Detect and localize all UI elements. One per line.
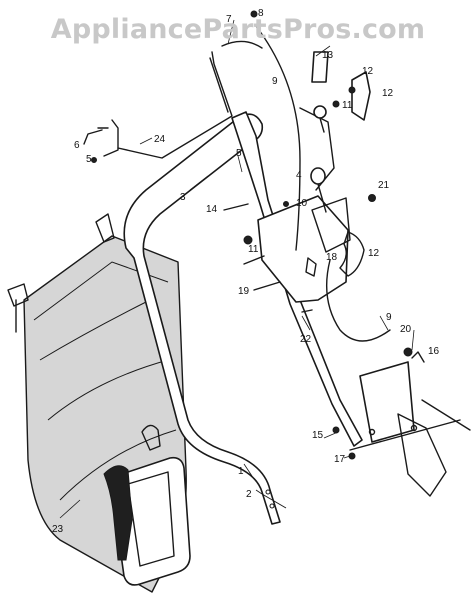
callout-3: 3 [180,192,186,203]
decal [311,51,329,83]
callout-10: 10 [296,198,308,209]
callout-labels: 1 2 3 4 5 5 6 7 8 9 9 10 11 11 12 12 12 … [52,8,440,535]
control-cable [221,25,391,342]
callout-8: 8 [258,8,264,19]
callout-15: 15 [312,430,324,441]
callout-22: 22 [300,334,312,345]
callout-2: 2 [246,489,252,500]
callout-12c: 12 [368,248,380,259]
upper-handle [231,107,363,447]
callout-5a: 5 [236,148,242,159]
callout-11a: 11 [342,100,353,111]
callout-24: 24 [154,134,166,145]
rear-bracket [349,347,471,497]
callout-20: 20 [400,324,412,335]
callout-21: 21 [378,180,390,191]
callout-14: 14 [206,204,218,215]
callout-19: 19 [238,286,250,297]
watermark-text: AppliancePartsPros.com [50,14,426,45]
callout-18: 18 [326,252,338,263]
callout-12a: 12 [362,66,374,77]
leader-lines [59,19,415,519]
callout-4: 4 [296,170,302,181]
callout-11b: 11 [248,244,259,255]
control-lever [310,105,327,213]
callout-13: 13 [322,50,334,61]
callout-1: 1 [238,466,244,477]
callout-7: 7 [226,14,232,25]
bag-frame [103,424,191,586]
callout-23: 23 [52,524,64,535]
callout-17: 17 [334,454,346,465]
callout-12b: 12 [382,88,394,99]
callout-9b: 9 [386,312,392,323]
bail-rod [97,51,233,159]
pivot-bracket [339,71,371,277]
callout-9a: 9 [272,76,278,87]
hardware [83,10,425,460]
callout-5b: 5 [86,154,92,165]
callout-6: 6 [74,140,80,151]
callout-16: 16 [428,346,440,357]
